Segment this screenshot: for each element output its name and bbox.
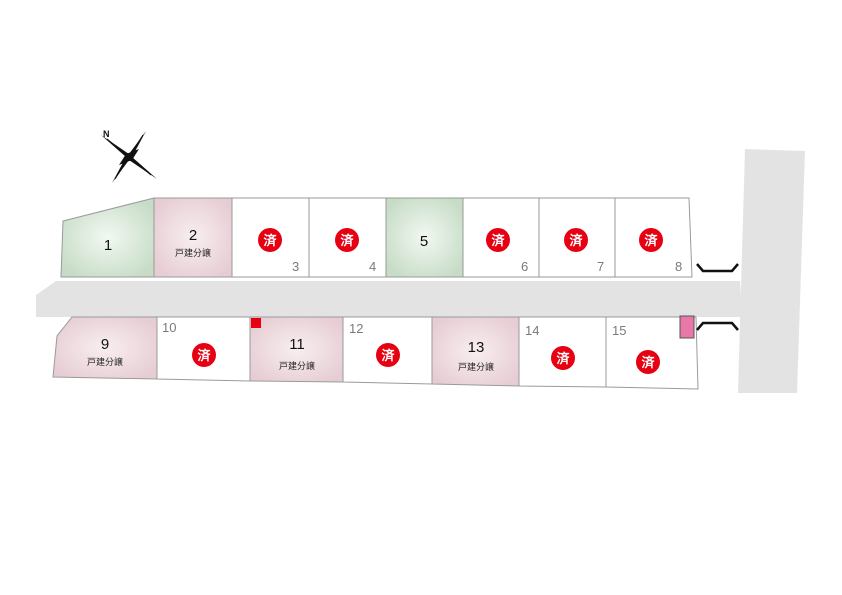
lot-5[interactable] [385, 197, 464, 278]
entrance-bracket-bottom [696, 321, 739, 331]
lot-5-number: 5 [420, 233, 428, 250]
lot-8-number: 8 [675, 259, 682, 274]
lot-3-sold-text: 済 [263, 233, 277, 248]
lot-7-sold-text: 済 [569, 233, 583, 248]
lot-8-sold-badge [639, 228, 663, 252]
lot-15-sold-text: 済 [641, 355, 655, 370]
entrance-bracket-top [696, 263, 739, 273]
lot-9-number: 9 [101, 336, 109, 353]
lot-15-sold-badge [636, 350, 660, 374]
lot-2-number: 2 [189, 227, 197, 244]
lot-7-number: 7 [597, 259, 604, 274]
lot-14-number: 14 [525, 323, 539, 338]
lot-4-sold-text: 済 [340, 233, 354, 248]
lot-9[interactable] [52, 316, 158, 380]
lot-6-sold-badge [486, 228, 510, 252]
svg-text:N: N [103, 129, 110, 139]
lot-11-number: 11 [289, 336, 305, 353]
lot-2[interactable] [153, 197, 233, 278]
lot-10-sold-text: 済 [197, 348, 211, 363]
lot-15-number: 15 [612, 323, 626, 338]
lot-11-tag: 戸建分譲 [279, 360, 315, 371]
road-vertical [738, 149, 805, 393]
lot-10-number: 10 [162, 320, 176, 335]
lot-7-sold-badge [564, 228, 588, 252]
lot-4-sold-badge [335, 228, 359, 252]
lot-13-tag: 戸建分譲 [458, 361, 494, 372]
lot-13-number: 13 [468, 339, 485, 356]
lot-3-number: 3 [292, 259, 299, 274]
lot-14-sold-text: 済 [556, 351, 570, 366]
compass-north-icon: N [101, 129, 157, 183]
road-main [36, 281, 742, 317]
lot-2-tag: 戸建分譲 [175, 247, 211, 258]
marker-red-square [251, 318, 261, 328]
lot-9-tag: 戸建分譲 [87, 356, 123, 367]
lot-12-sold-text: 済 [381, 348, 395, 363]
lot-10-sold-badge [192, 343, 216, 367]
lot-6-sold-text: 済 [491, 233, 505, 248]
lot-8-sold-text: 済 [644, 233, 658, 248]
marker-pink-box [679, 315, 695, 339]
lot-12-sold-badge [376, 343, 400, 367]
lot-14-sold-badge [551, 346, 575, 370]
lot-4-number: 4 [369, 259, 376, 274]
lot-12-number: 12 [349, 321, 363, 336]
lot-1-number: 1 [104, 237, 112, 254]
lot-3-sold-badge [258, 228, 282, 252]
lot-6-number: 6 [521, 259, 528, 274]
